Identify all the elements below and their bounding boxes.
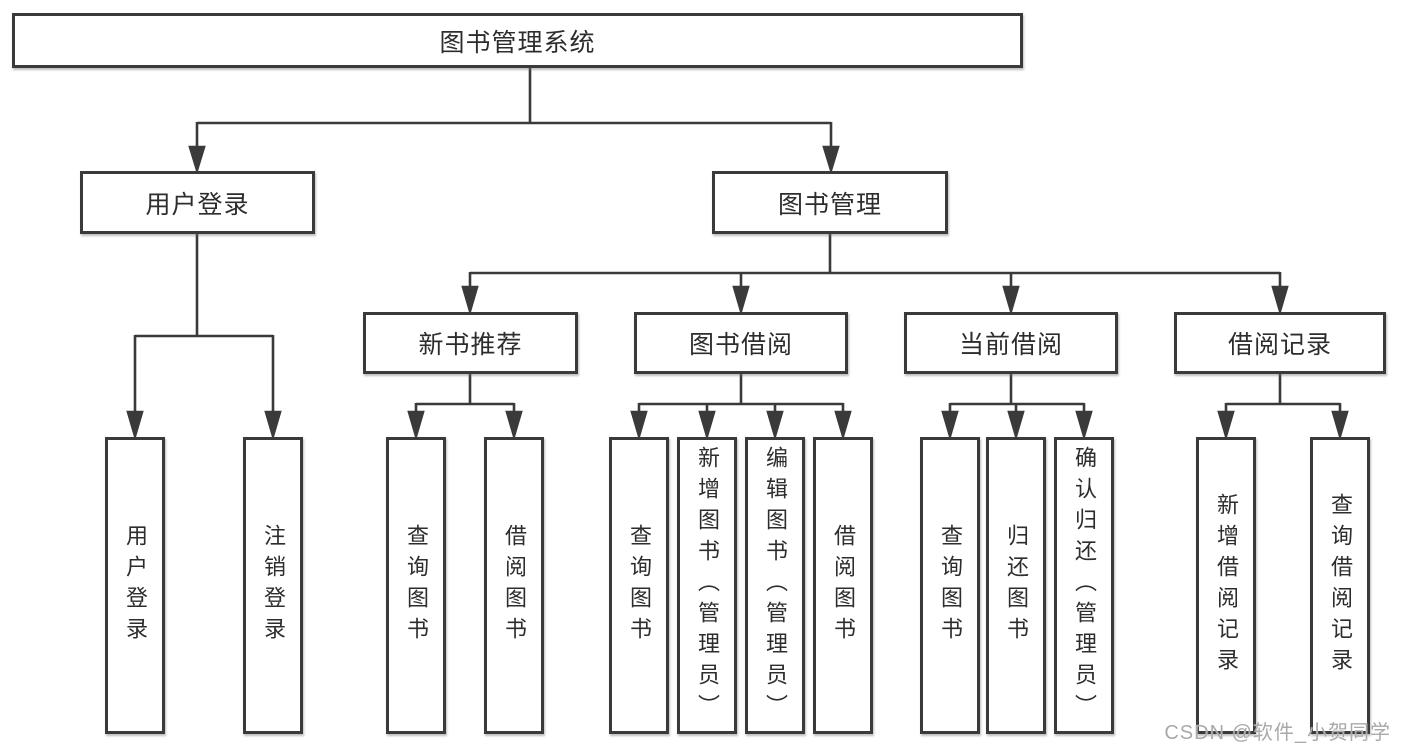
leaf-records-query-record: 查询借阅记录 [1310,437,1370,734]
leaf-current-confirm-return-admin: 确认归还（管理员） [1054,437,1114,734]
node-book-borrow: 图书借阅 [634,312,848,374]
leaf-borrow-borrow-books: 借阅图书 [813,437,873,734]
leaf-borrow-query-books: 查询图书 [609,437,669,734]
leaf-label: 查询图书 [938,523,963,648]
node-user-login: 用户登录 [80,171,315,234]
leaf-label: 编辑图书（管理员） [763,446,788,725]
leaf-label: 注销登录 [261,523,286,648]
node-borrow-records: 借阅记录 [1174,312,1386,374]
leaf-current-query-books: 查询图书 [920,437,980,734]
leaf-recommend-query-books: 查询图书 [386,437,446,734]
leaf-label: 查询图书 [404,523,429,648]
leaf-recommend-borrow-books: 借阅图书 [484,437,544,734]
node-new-book-recommend: 新书推荐 [363,312,578,374]
leaf-label: 用户登录 [123,523,148,648]
leaf-current-return-books: 归还图书 [986,437,1046,734]
leaf-label: 查询借阅记录 [1328,492,1353,679]
leaf-records-add-record: 新增借阅记录 [1196,437,1256,734]
node-root: 图书管理系统 [12,13,1023,68]
leaf-user-login: 用户登录 [105,437,165,734]
node-book-management: 图书管理 [712,171,948,234]
leaf-borrow-edit-books-admin: 编辑图书（管理员） [745,437,805,734]
leaf-label: 归还图书 [1004,523,1029,648]
leaf-label: 新增图书（管理员） [695,446,720,725]
node-current-borrow: 当前借阅 [904,312,1118,374]
leaf-label: 确认归还（管理员） [1072,446,1097,725]
leaf-logout: 注销登录 [243,437,303,734]
leaf-label: 借阅图书 [831,523,856,648]
leaf-borrow-add-books-admin: 新增图书（管理员） [677,437,737,734]
leaf-label: 新增借阅记录 [1214,492,1239,679]
leaf-label: 查询图书 [627,523,652,648]
leaf-label: 借阅图书 [502,523,527,648]
csdn-watermark: CSDN @软件_小贺同学 [1164,722,1391,744]
